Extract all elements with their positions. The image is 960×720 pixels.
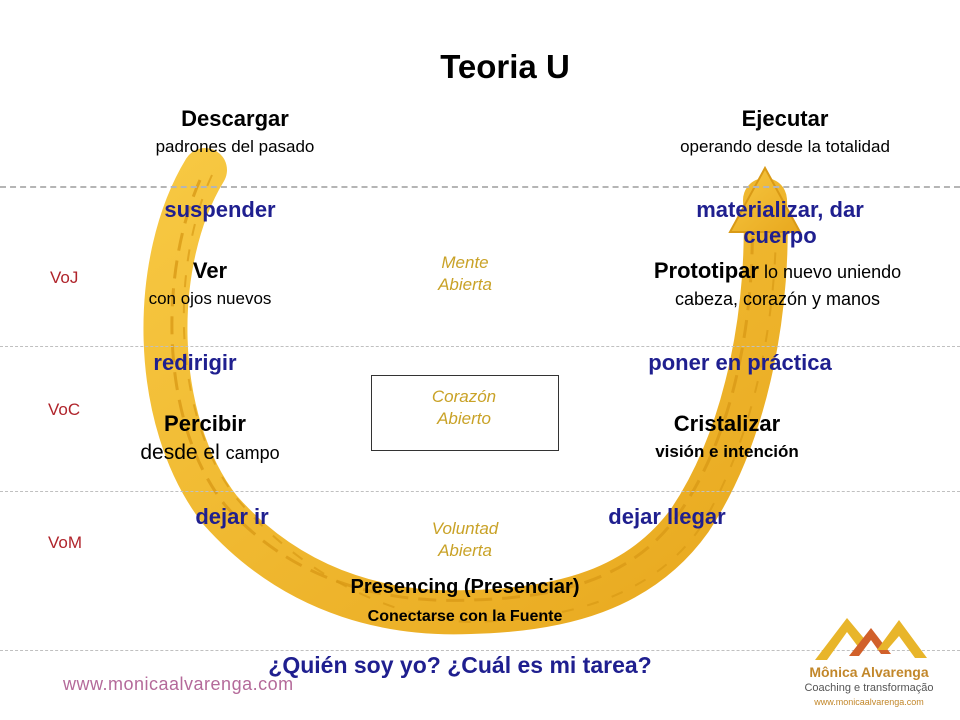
label-presencing: Presencing (Presenciar) xyxy=(350,576,580,598)
label-cristalizar: Cristalizar xyxy=(673,411,781,436)
brand-name: Mônica Alvarenga xyxy=(809,664,929,680)
u-arrow-texture xyxy=(170,179,754,602)
label-materializar-1: materializar, dar xyxy=(696,197,864,222)
label-prototipar-line: Prototipar lo nuevo uniendo xyxy=(605,258,950,284)
label-corazon-2: Abierto xyxy=(437,409,491,428)
label-percibir-sub-1: desde el xyxy=(140,441,220,464)
label-prototipar-sub-2: cabeza, corazón y manos xyxy=(674,289,881,309)
label-dejar-ir: dejar ir xyxy=(195,504,269,529)
u-arrow-body xyxy=(143,148,788,635)
label-prototipar: Prototipar xyxy=(653,258,759,283)
label-prototipar-sub-1: lo nuevo uniendo xyxy=(764,262,902,282)
u-arrow-head xyxy=(728,165,802,233)
brand-logo-peak-right xyxy=(877,620,927,658)
label-cristalizar-sub: visión e intención xyxy=(655,442,799,461)
corazon-box xyxy=(371,375,559,451)
label-ver: Ver xyxy=(192,258,228,283)
diagram-title: Teoria U xyxy=(440,48,570,85)
level-voj: VoJ xyxy=(50,268,79,287)
level-vom: VoM xyxy=(48,533,83,552)
separator-voc xyxy=(0,491,960,492)
footer-url[interactable]: www.monicaalvarenga.com xyxy=(63,674,294,694)
brand-url[interactable]: www.monicaalvarenga.com xyxy=(814,697,924,707)
separator-vom xyxy=(0,650,960,651)
label-descargar-sub: padrones del pasado xyxy=(155,137,315,156)
footer-question: ¿Quién soy yo? ¿Cuál es mi tarea? xyxy=(268,652,652,678)
label-materializar: materializar, dar cuerpo xyxy=(650,197,910,249)
label-materializar-2: cuerpo xyxy=(743,223,817,248)
u-arrow-texture xyxy=(182,174,778,624)
brand-tagline: Coaching e transformação xyxy=(804,682,934,694)
label-mente-1: Mente xyxy=(441,253,489,272)
label-redirigir: redirigir xyxy=(153,350,237,375)
brand-logo-peak-left xyxy=(815,618,867,660)
label-descargar: Descargar xyxy=(181,106,289,131)
label-suspender: suspender xyxy=(164,197,276,222)
label-percibir: Percibir xyxy=(164,411,246,436)
label-voluntad-abierta: Voluntad Abierta xyxy=(385,518,545,562)
level-voc: VoC xyxy=(48,400,81,419)
label-dejar-llegar: dejar llegar xyxy=(608,504,726,529)
label-ejecutar: Ejecutar xyxy=(741,106,829,131)
label-ejecutar-sub: operando desde la totalidad xyxy=(680,137,890,156)
label-ver-sub: con ojos nuevos xyxy=(148,289,272,308)
label-percibir-sub: desde el campo xyxy=(90,441,330,465)
label-presencing-sub: Conectarse con la Fuente xyxy=(367,608,563,625)
label-percibir-sub-2: campo xyxy=(225,443,280,463)
label-corazon-1: Corazón xyxy=(431,387,497,406)
label-mente-abierta: Mente Abierta xyxy=(385,252,545,296)
label-voluntad-2: Abierta xyxy=(438,541,492,560)
label-corazon-abierto: Corazón Abierto xyxy=(371,386,557,430)
label-voluntad-1: Voluntad xyxy=(431,519,499,538)
separator-top xyxy=(0,186,960,188)
label-poner-en-practica: poner en práctica xyxy=(648,350,832,375)
label-mente-2: Abierta xyxy=(438,275,492,294)
separator-voj xyxy=(0,346,960,347)
brand-logo-mark xyxy=(815,618,927,660)
